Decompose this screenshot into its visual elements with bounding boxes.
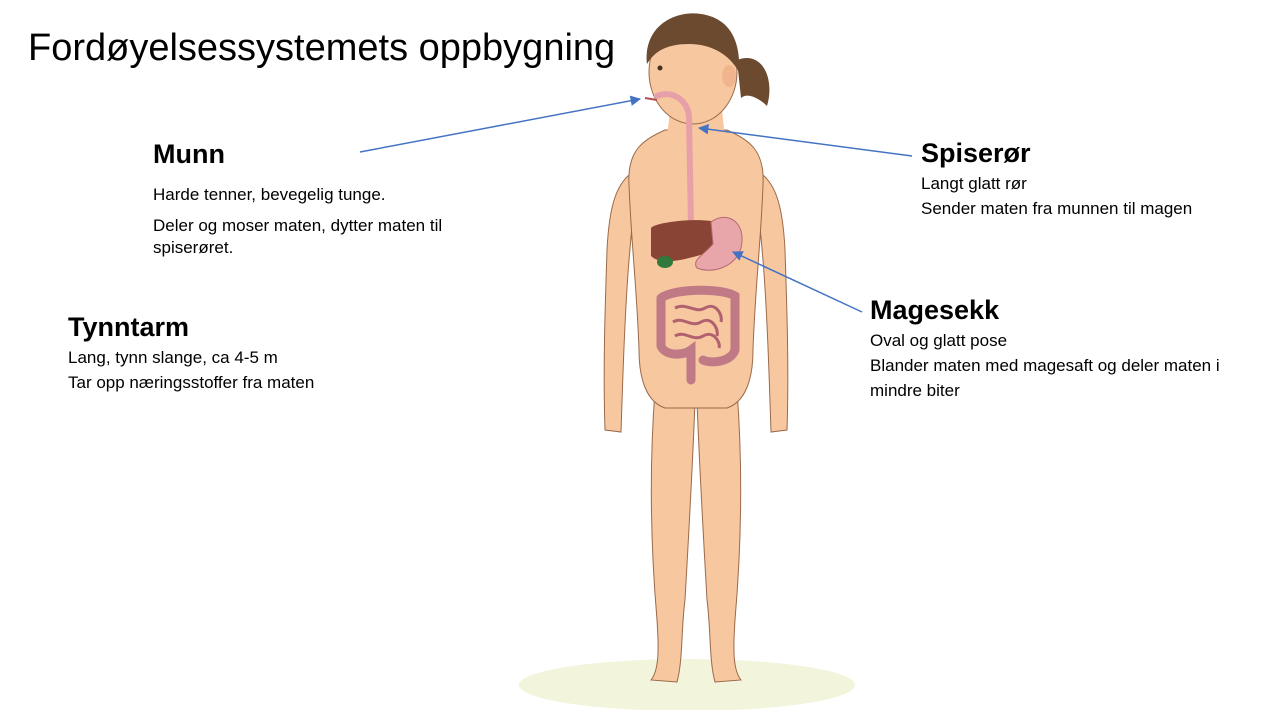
page-title: Fordøyelsessystemets oppbygning [28,27,616,69]
stomach [695,216,743,271]
magesekk-line-1: Oval og glatt pose [870,331,1008,350]
left-arm [603,169,638,433]
hair-ponytail [737,58,770,106]
label-munn: Munn Harde tenner, bevegelig tunge. Dele… [153,138,513,259]
right-leg [696,389,742,683]
body-illustration [519,13,855,710]
magesekk-line-2: Blander maten med magesaft og deler mate… [870,356,1220,400]
esophagus [654,91,694,228]
spiseror-line-1: Langt glatt rør [921,174,1027,193]
small-intestine [672,304,723,349]
mouth [644,97,658,101]
label-magesekk: Magesekk Oval og glatt pose Blander mate… [870,294,1230,403]
ear [722,65,736,87]
label-tynntarm: Tynntarm Lang, tynn slange, ca 4-5 m Tar… [68,311,388,395]
munn-line-2: Deler og moser maten, dytter maten til s… [153,216,443,257]
tynntarm-line-2: Tar opp næringsstoffer fra maten [68,373,315,392]
torso [628,129,764,409]
munn-line-1: Harde tenner, bevegelig tunge. [153,185,386,204]
hair [646,13,740,72]
spiseror-heading: Spiserør [921,138,1031,168]
magesekk-heading: Magesekk [870,295,1000,325]
spiseror-line-2: Sender maten fra munnen til magen [921,199,1193,218]
eye [657,65,663,71]
gallbladder [657,256,673,268]
tynntarm-heading: Tynntarm [68,312,190,342]
tynntarm-line-1: Lang, tynn slange, ca 4-5 m [68,348,278,367]
floor-shadow [519,659,855,710]
munn-heading: Munn [153,139,225,169]
label-spiseror: Spiserør Langt glatt rør Sender maten fr… [921,137,1271,221]
left-leg [650,389,696,683]
